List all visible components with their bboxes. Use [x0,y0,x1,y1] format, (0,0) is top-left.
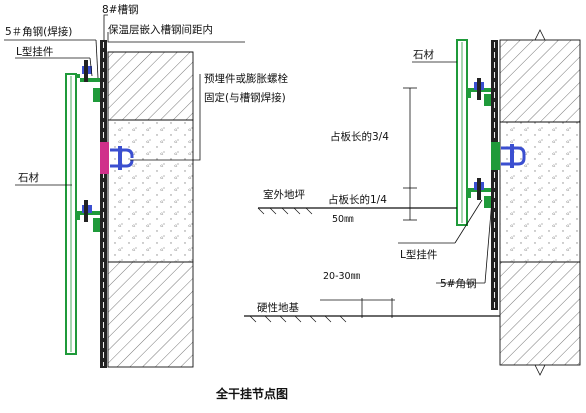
label-outdoor-grade: 室外地坪 [263,188,305,201]
label-one-quarter: 占板长的1/4 [328,193,387,206]
right-detail: 石材 占板长的3/4 室外地坪 占板长的1/4 50㎜ L型挂件 20-30㎜ … [244,29,581,376]
label-hard-base: 硬性地基 [257,301,299,314]
right-wall-bottom-hatch [499,261,581,366]
label-l-hanger-left: L型挂件 [16,45,53,58]
embedded-plate [100,142,109,174]
right-wall-concrete [499,121,581,263]
figure-caption: 全干挂节点图 [215,386,288,401]
label-three-quarter: 占板长的3/4 [330,130,389,143]
label-channel-8: 8#槽钢 [102,3,138,16]
label-stone-right: 石材 [413,48,434,61]
left-detail: 8#槽钢 保温层嵌入槽钢间距内 5＃角钢(焊接) L型挂件 预埋件或膨胀螺栓 固… [4,3,288,368]
label-angle-5-welded: 5＃角钢(焊接) [5,25,72,38]
label-50mm: 50㎜ [332,214,354,225]
left-wall-bottom-hatch [107,261,194,368]
angle-steel-mid [76,211,100,220]
left-wall-top-hatch [107,51,194,121]
label-fixed-welded: 固定(与槽钢焊接) [204,91,286,104]
label-l-hanger-right: L型挂件 [400,248,437,261]
label-gap: 20-30㎜ [323,271,361,282]
label-insulation: 保温层嵌入槽钢间距内 [108,23,213,36]
label-embedded-part: 预埋件或膨胀螺栓 [204,72,288,85]
label-angle-5-right: 5#角钢 [440,277,476,290]
left-wall-concrete [107,119,194,263]
right-wall-top-hatch [499,39,581,123]
label-stone-left: 石材 [18,171,39,184]
anchor-bolt [110,148,134,168]
